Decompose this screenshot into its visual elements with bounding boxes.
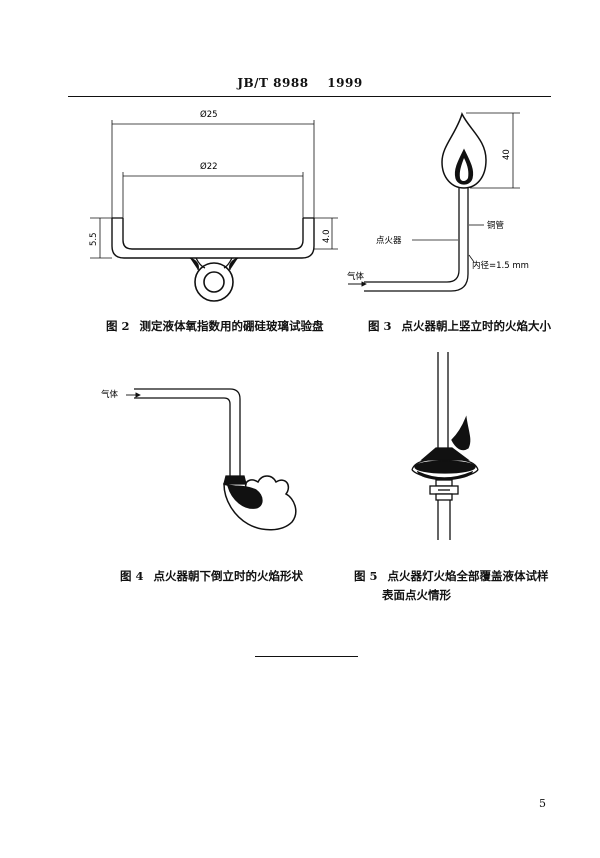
- fig3-dim-height: 40: [502, 149, 512, 160]
- fig2-dim-outer: Ø25: [200, 109, 218, 120]
- fig2-drawing: [90, 120, 338, 302]
- fig5-drawing: [411, 352, 479, 540]
- fig4-caption-text: 点火器朝下倒立时的火焰形状: [153, 569, 304, 583]
- fig3-label-inner: 内径=1.5 mm: [472, 260, 529, 271]
- fig3-caption-text: 点火器朝上竖立时的火焰大小: [401, 319, 552, 333]
- header-rule: [68, 96, 551, 97]
- fig2-dim-left: 5.5: [89, 232, 99, 246]
- fig5-caption: 图 5 点火器灯火焰全部覆盖液体试样: [354, 568, 549, 584]
- page-number: 5: [539, 797, 546, 810]
- fig3-caption-label: 图 3: [368, 319, 392, 333]
- fig3-label-tube: 铜管: [487, 220, 504, 231]
- fig2-dim-right: 4.0: [322, 229, 332, 243]
- fig3-label-igniter: 点火器: [376, 236, 402, 246]
- fig2-caption-text: 测定液体氧指数用的硼硅玻璃试验盘: [139, 319, 324, 333]
- fig3-drawing: [364, 111, 520, 292]
- fig5-caption-line1: 点火器灯火焰全部覆盖液体试样: [387, 569, 549, 583]
- page-header: JB/T 8988 1999: [0, 76, 600, 90]
- fig5-caption-label: 图 5: [354, 569, 378, 583]
- fig4-drawing: [134, 388, 297, 531]
- fig5-caption-line2: 表面点火情形: [382, 588, 451, 602]
- standard-year: 1999: [327, 76, 363, 90]
- fig4-caption-label: 图 4: [120, 569, 144, 583]
- standard-code: JB/T 8988: [237, 76, 309, 90]
- fig4-caption: 图 4 点火器朝下倒立时的火焰形状: [120, 568, 303, 584]
- fig4-label-gas: 气体: [101, 389, 119, 400]
- fig5-caption-continued: 表面点火情形: [382, 587, 451, 603]
- fig2-caption: 图 2 测定液体氧指数用的硼硅玻璃试验盘: [106, 318, 324, 334]
- fig2-dim-inner: Ø22: [200, 161, 218, 172]
- fig3-caption: 图 3 点火器朝上竖立时的火焰大小: [368, 318, 551, 334]
- fig2-caption-label: 图 2: [106, 319, 130, 333]
- fig3-label-gas: 气体: [347, 271, 365, 282]
- footnote-rule: [255, 656, 358, 657]
